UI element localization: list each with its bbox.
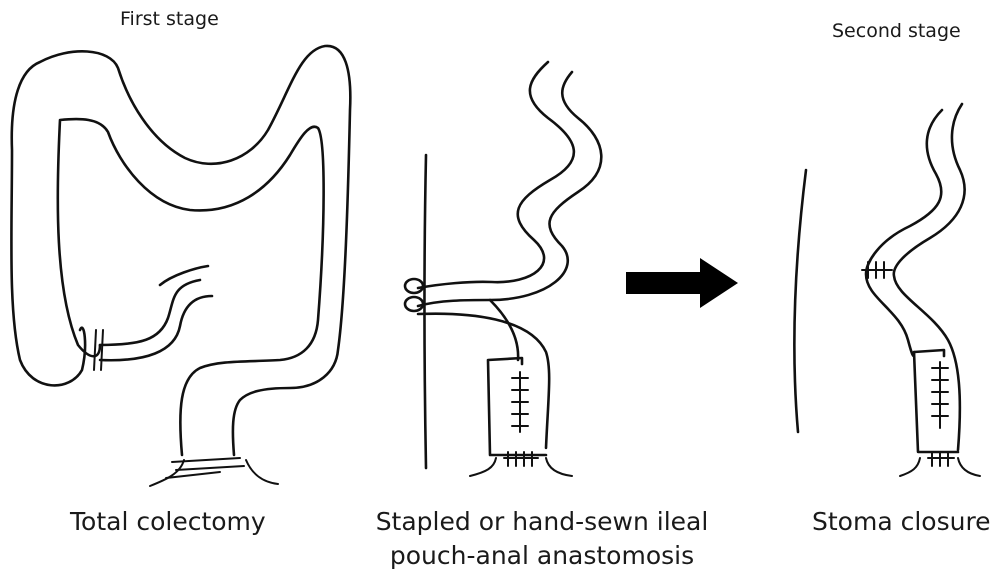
right-arrow-icon (626, 258, 738, 308)
stoma-closure-drawing (794, 104, 980, 476)
anastomosis-caption-line2: pouch-anal anastomosis (372, 539, 712, 573)
anastomosis-caption: Stapled or hand-sewn ileal pouch-anal an… (372, 505, 712, 573)
pouch-anastomosis-drawing (405, 62, 601, 476)
second-stage-label: Second stage (832, 20, 961, 42)
colectomy-caption: Total colectomy (70, 505, 266, 539)
colon-drawing (11, 46, 350, 486)
stoma-closure-caption: Stoma closure (812, 505, 991, 539)
anastomosis-caption-line1: Stapled or hand-sewn ileal (372, 505, 712, 539)
first-stage-label: First stage (120, 8, 219, 30)
